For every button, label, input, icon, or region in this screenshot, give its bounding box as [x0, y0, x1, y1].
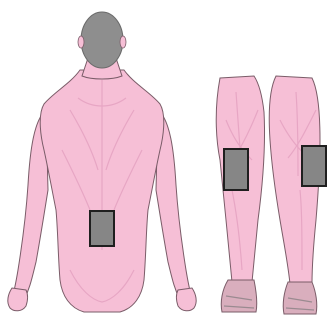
head [81, 12, 123, 68]
left-hand [8, 288, 28, 311]
right-ear [120, 36, 126, 48]
left-ear [78, 36, 84, 48]
legs-figure [216, 76, 326, 314]
lower-back-electrode [90, 211, 114, 246]
right-hand [177, 288, 197, 311]
left-knee-electrode [224, 149, 248, 190]
back-torso-figure [8, 12, 196, 312]
right-knee-electrode [302, 146, 326, 186]
